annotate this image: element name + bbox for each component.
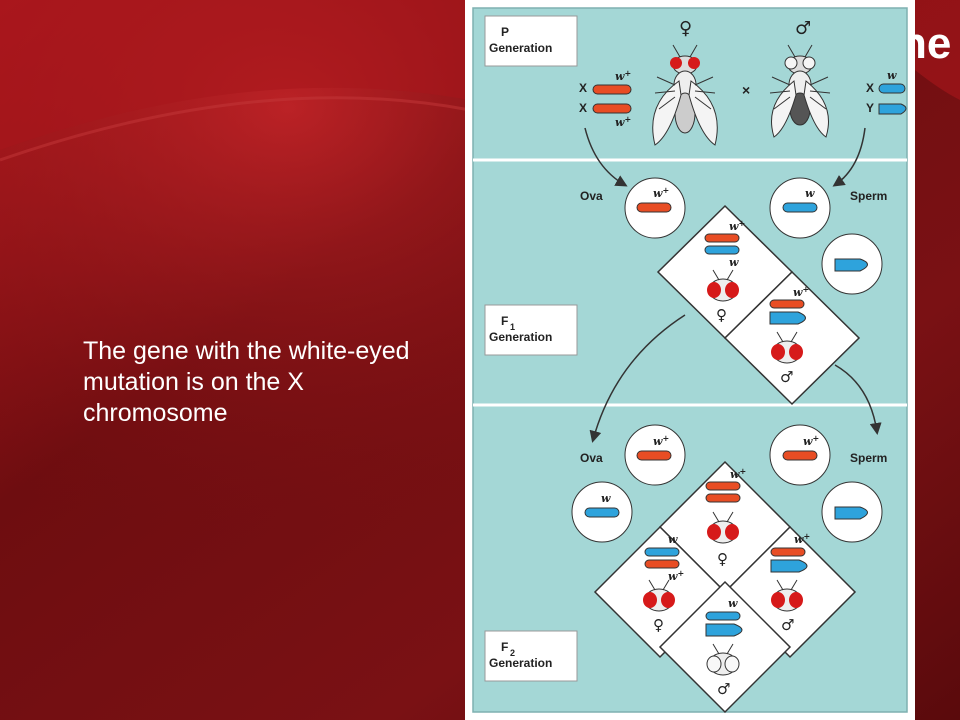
f1-male-offspring-fly xyxy=(771,331,803,364)
allele-w-plus: w xyxy=(653,187,663,200)
p-female-chromosomes: X X w+ w+ xyxy=(579,68,632,129)
svg-text:w+: w+ xyxy=(803,433,819,448)
svg-text:w+: w+ xyxy=(729,218,745,233)
arrow xyxy=(834,364,882,435)
allele-w-plus: w xyxy=(730,468,740,481)
cross-symbol: × xyxy=(742,82,750,98)
x-chromosome-label: X xyxy=(579,101,587,115)
x-chromosome-label: X xyxy=(579,81,587,95)
p-female-fly xyxy=(652,44,718,146)
red-eye xyxy=(670,57,682,69)
svg-text:w+: w+ xyxy=(668,568,684,583)
allele-w: w xyxy=(729,256,739,269)
allele-w: w xyxy=(601,492,611,505)
ova-label: Ova xyxy=(580,451,603,465)
slide-body-text: The gene with the white-eyed mutation is… xyxy=(83,337,410,427)
f2-white-eyed-male-fly xyxy=(706,643,740,676)
allele-w-plus: w xyxy=(653,435,663,448)
allele-w-plus: w xyxy=(793,286,803,299)
allele-plus-sup: + xyxy=(677,568,684,578)
allele-plus-sup: + xyxy=(803,531,810,541)
female-symbol: ♀ xyxy=(679,18,692,39)
f1-female-offspring-fly xyxy=(707,269,739,302)
allele-w: w xyxy=(728,597,738,610)
allele-plus-sup: + xyxy=(662,433,669,443)
svg-text:w+: w+ xyxy=(653,185,669,200)
allele-w: w xyxy=(805,187,815,200)
f2-sperm-x: w+ xyxy=(769,424,831,486)
allele-plus-sup: + xyxy=(802,284,809,294)
allele-plus-sup: + xyxy=(662,185,669,195)
f2-label-sub: 2 xyxy=(510,648,515,658)
f1-label-text: Generation xyxy=(489,330,552,344)
svg-text:w+: w+ xyxy=(615,68,631,83)
male-symbol: ♂ xyxy=(717,680,730,698)
svg-text:w+: w+ xyxy=(615,114,631,129)
allele-plus-sup: + xyxy=(624,114,631,124)
f1-sperm-y xyxy=(821,233,883,295)
female-symbol: ♀ xyxy=(717,550,728,568)
svg-text:w+: w+ xyxy=(730,466,746,481)
arrow xyxy=(832,127,866,187)
p-generation-label: P Generation xyxy=(484,15,578,67)
allele-w: w xyxy=(668,533,678,546)
svg-text:w+: w+ xyxy=(653,433,669,448)
allele-w: w xyxy=(887,69,897,82)
f2-ovum-w-plus: w+ xyxy=(624,424,686,486)
f2-sperm-y xyxy=(821,481,883,543)
f2-generation-label: F 2 Generation xyxy=(484,630,578,682)
red-chromosome xyxy=(592,103,632,114)
f1-ovum: w+ xyxy=(624,177,686,239)
white-eye xyxy=(784,56,798,70)
allele-plus-sup: + xyxy=(739,466,746,476)
allele-w-plus: w xyxy=(803,435,813,448)
f2-label-text: Generation xyxy=(489,656,552,670)
f1-label-sub: 1 xyxy=(510,322,515,332)
allele-w-plus: w xyxy=(794,533,804,546)
arrow xyxy=(589,314,686,443)
allele-plus-sup: + xyxy=(738,218,745,228)
male-symbol: ♂ xyxy=(781,616,794,634)
sperm-label: Sperm xyxy=(850,189,887,203)
allele-w-plus: w xyxy=(668,570,678,583)
f2-ovum-w: w xyxy=(571,481,633,543)
arrow xyxy=(584,127,628,187)
svg-text:w+: w+ xyxy=(794,531,810,546)
red-chromosome xyxy=(592,84,632,95)
red-eye xyxy=(688,57,700,69)
p-male-chromosomes: X Y w xyxy=(866,69,907,115)
allele-w-plus: w xyxy=(615,116,625,129)
sperm-label: Sperm xyxy=(850,451,887,465)
f2-offspring-fly xyxy=(771,579,803,612)
f1-punnett: w+ w ♀ w+ ♂ xyxy=(656,204,861,406)
allele-plus-sup: + xyxy=(624,68,631,78)
blue-chromosome xyxy=(878,83,906,94)
p-male-fly xyxy=(769,44,831,138)
male-symbol: ♂ xyxy=(780,368,793,386)
inheritance-diagram: P Generation F 1 Generation F 2 Generati… xyxy=(465,0,915,720)
female-symbol: ♀ xyxy=(716,306,727,324)
white-eye xyxy=(802,56,816,70)
f2-label-letter: F xyxy=(501,640,508,654)
f1-sperm-x: w xyxy=(769,177,831,239)
p-label-letter: P xyxy=(501,25,509,39)
f2-offspring-fly xyxy=(707,511,739,544)
x-chromosome-label: X xyxy=(866,81,874,95)
f1-label-letter: F xyxy=(501,314,508,328)
allele-w-plus: w xyxy=(615,70,625,83)
allele-plus-sup: + xyxy=(812,433,819,443)
f2-punnett: w+ ♀ w w+ ♀ w+ ♂ xyxy=(593,460,857,714)
p-label-text: Generation xyxy=(489,41,552,55)
ova-label: Ova xyxy=(580,189,603,203)
allele-w-plus: w xyxy=(729,220,739,233)
f2-offspring-fly xyxy=(643,579,675,612)
male-symbol: ♂ xyxy=(795,18,811,39)
f1-generation-label: F 1 Generation xyxy=(484,304,578,356)
y-chromosome xyxy=(878,103,907,115)
svg-text:w+: w+ xyxy=(793,284,809,299)
y-chromosome-label: Y xyxy=(866,101,874,115)
female-symbol: ♀ xyxy=(653,616,664,634)
